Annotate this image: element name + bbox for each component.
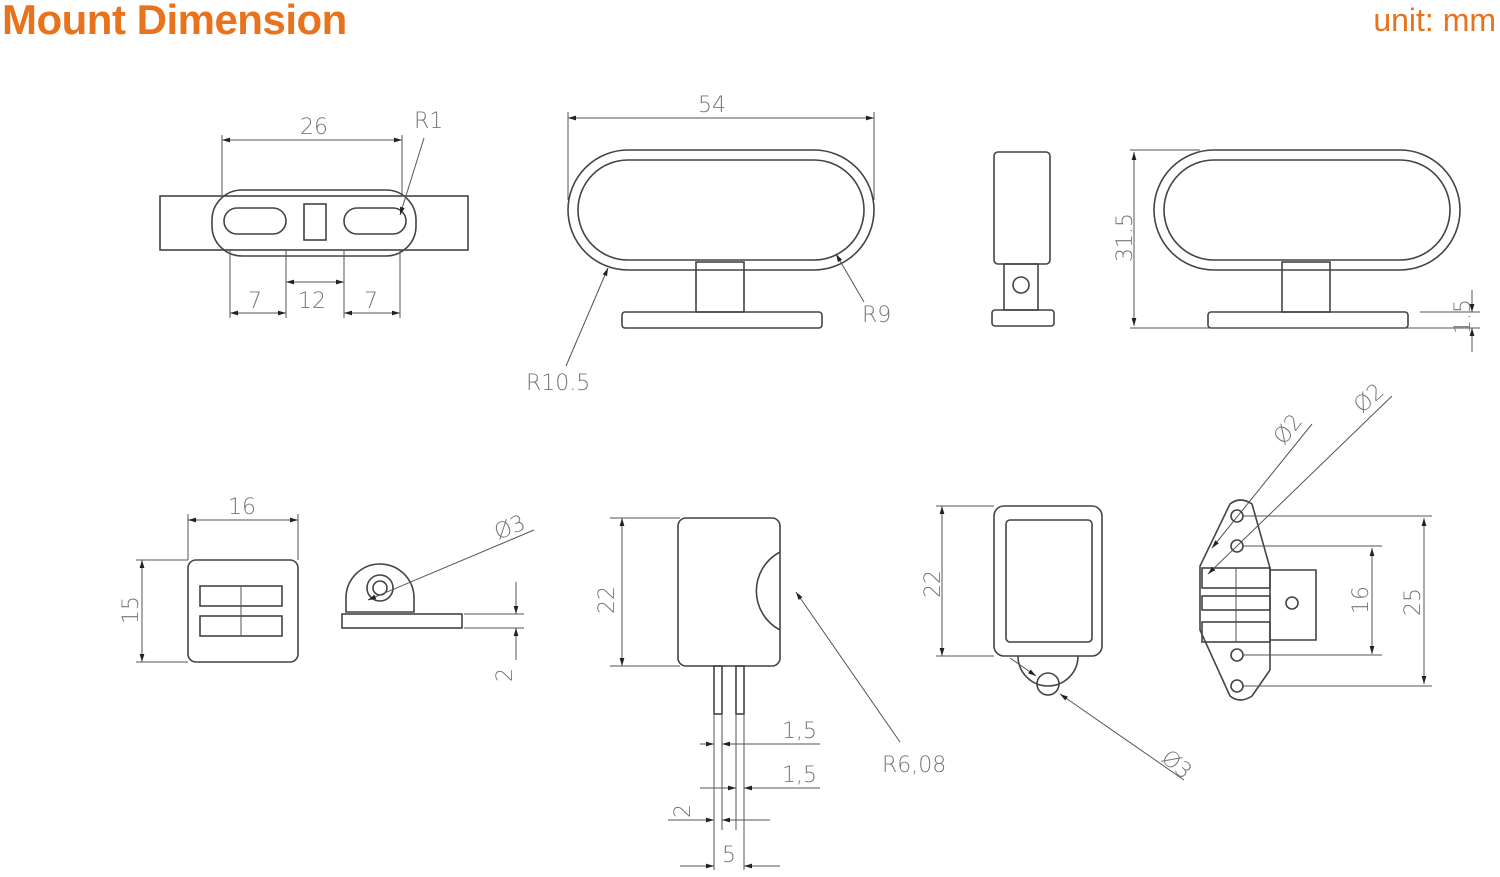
dim-pin-spacing: 5 [722,843,736,868]
sensor-side-view: 22 R6,08 1,5 1,5 2 5 [595,517,946,870]
dim-r10-5: R10.5 [526,371,590,396]
clip-side-view: Ø3 2 [341,511,535,682]
top-view: 26 R1 7 12 7 [159,109,469,318]
dim-hole-3: Ø3 [491,511,529,546]
dim-15: 15 [119,596,144,624]
unit-label: unit: mm [1373,2,1496,38]
dim-2: 2 [493,668,518,682]
dim-r6-08: R6,08 [882,753,946,778]
dim-31-5: 31.5 [1113,213,1138,262]
page-title: Mount Dimension [2,0,347,43]
dim-r9: R9 [862,303,891,328]
dim-16: 16 [228,495,256,520]
dim-16-bracket: 16 [1349,586,1374,614]
dim-22-back: 22 [921,570,946,598]
clip-front-view: 16 15 [119,495,299,663]
dim-26: 26 [300,115,328,140]
bracket-view: Ø2 Ø2 16 25 [1199,379,1432,701]
front-view: 54 R10.5 R9 [526,93,891,396]
dim-hole-3-back: Ø3 [1156,745,1196,784]
dim-12: 12 [298,289,326,314]
dim-r1: R1 [414,109,443,134]
dim-pin1: 1,5 [782,719,817,744]
dim-54: 54 [698,93,726,118]
dim-7-right: 7 [364,289,378,314]
dim-22-side: 22 [595,586,620,614]
dim-7-left: 7 [248,289,262,314]
dim-1-5: 1.5 [1451,299,1476,334]
side-view: 31.5 1.5 [991,149,1480,352]
dim-pin-width: 2 [671,804,696,818]
dim-pin2: 1,5 [782,763,817,788]
sensor-back-view: 22 Ø3 [921,505,1196,785]
dim-hole-2b: Ø2 [1349,379,1389,419]
dim-hole-2a: Ø2 [1269,410,1308,450]
dim-25: 25 [1401,588,1426,616]
